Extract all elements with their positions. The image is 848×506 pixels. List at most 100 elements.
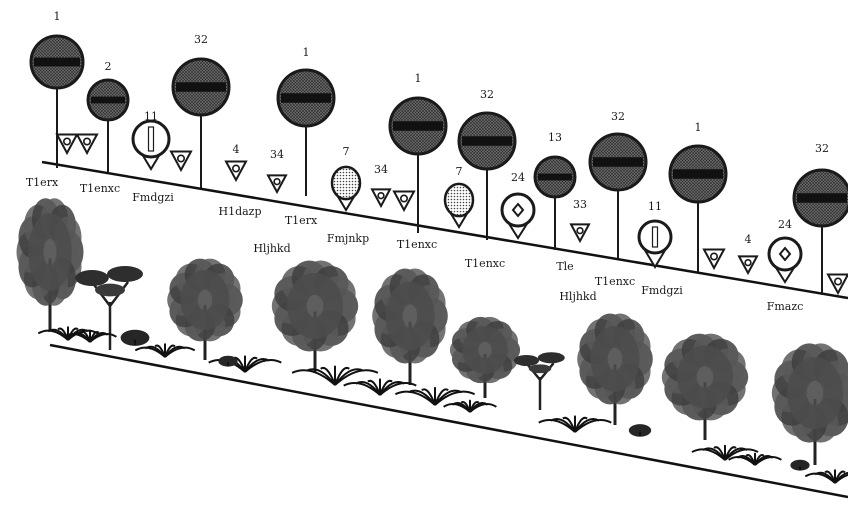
symbol-number: 4: [745, 233, 752, 246]
symbol-number: 11: [144, 110, 158, 123]
tree-canopy: [180, 270, 230, 330]
grass-tuft: [538, 415, 612, 433]
symbol-number: 4: [233, 143, 240, 156]
symbol-circle-large: 1: [668, 121, 728, 272]
species-code: Hljhkd: [253, 242, 290, 255]
symbol-number: 32: [815, 142, 829, 155]
flat-top-tree: [75, 266, 143, 350]
grass-blade: [89, 332, 117, 343]
grass-blade: [562, 416, 576, 433]
symbol-number: 13: [548, 131, 562, 144]
symbol-ring-diamond: 24: [500, 171, 536, 240]
grass-tuft: [343, 378, 417, 396]
triangle-dot: [377, 191, 385, 200]
ring-diamond: [778, 246, 792, 262]
grass-blade: [305, 368, 336, 386]
grass-blade: [291, 369, 336, 386]
grass-tuft: [691, 444, 759, 461]
grass-tuft: [291, 365, 379, 386]
grass-tuft: [394, 386, 476, 406]
grass-blade: [550, 417, 576, 433]
symbol-number: 24: [511, 171, 525, 184]
symbol-number: 11: [648, 200, 662, 213]
triangle-dot: [744, 258, 752, 267]
tree-canopy: [537, 352, 565, 364]
symbol-triangle: 34: [370, 163, 392, 209]
tree-canopy: [462, 326, 508, 374]
crown-band: [462, 136, 512, 146]
grass-blade: [320, 367, 336, 386]
symbol-number: 1: [54, 10, 61, 23]
grass-blade: [574, 419, 612, 433]
ring-bar: [651, 226, 659, 248]
symbol-triangle-extra: [75, 133, 99, 156]
symbol-number: 1: [415, 72, 422, 85]
tree-canopy: [677, 345, 733, 409]
grass-tuft: [728, 452, 782, 466]
triangle-dot: [232, 164, 241, 173]
species-code: T1enxc: [397, 238, 437, 251]
symbol-row: 1T1erx2T1enxc11Fmdgzi324H1dazp34Hljhkd1T…: [26, 10, 848, 313]
tree-canopy: [528, 364, 552, 374]
shrub: [628, 424, 652, 437]
symbol-number: 32: [480, 88, 494, 101]
species-code: T1enxc: [595, 275, 635, 288]
species-code: T1erx: [285, 214, 318, 227]
triangle-dot: [273, 177, 281, 186]
tree-canopy: [787, 357, 843, 429]
grass-blade: [164, 346, 196, 358]
crown-band: [673, 169, 723, 179]
shrub: [790, 459, 810, 471]
tree-silhouette: [577, 313, 653, 425]
grass-blade: [355, 380, 381, 396]
species-code: Fmdgzi: [132, 191, 174, 204]
vegetation-ground-line: [49, 343, 848, 499]
symbol-number: 34: [374, 163, 388, 176]
tree-canopy: [107, 266, 143, 282]
grass-blade: [379, 382, 417, 396]
crown-band: [538, 173, 572, 181]
symbol-number: 1: [695, 121, 702, 134]
tree-canopy: [513, 355, 540, 366]
ring-bar: [147, 126, 155, 152]
tree-canopy: [28, 213, 72, 291]
symbol-triangle-extra: [55, 133, 79, 156]
symbol-circle-large: 32: [792, 142, 848, 295]
shrub: [218, 355, 238, 367]
symbol-number: 32: [194, 33, 208, 46]
crown-band: [593, 157, 643, 167]
symbol-number: 33: [573, 198, 587, 211]
symbol-triangle-extra: [392, 190, 416, 213]
symbol-triangle-extra: [702, 248, 726, 271]
tree-silhouette: [372, 268, 448, 385]
species-code: Fmazc: [767, 300, 804, 313]
symbol-circle-large: 32: [171, 33, 231, 188]
symbol-number: 34: [270, 148, 284, 161]
shrub-body: [790, 459, 810, 471]
crown-band: [34, 57, 80, 67]
triangle-dot: [62, 137, 71, 146]
species-code: Hljhkd: [559, 290, 596, 303]
triangle-dot: [709, 252, 718, 261]
species-code: Fmjnkp: [327, 232, 369, 245]
grass-blade: [408, 389, 436, 406]
tree-canopy: [385, 281, 435, 351]
symbol-number: 24: [778, 218, 792, 231]
grass-blade: [334, 369, 379, 386]
shrub-body: [120, 329, 150, 346]
bulb-shape: [443, 182, 475, 218]
crown-band: [281, 93, 331, 103]
grass-blade: [469, 402, 497, 413]
symbol-triangle: 4: [737, 233, 759, 276]
shrub-body: [628, 424, 652, 437]
